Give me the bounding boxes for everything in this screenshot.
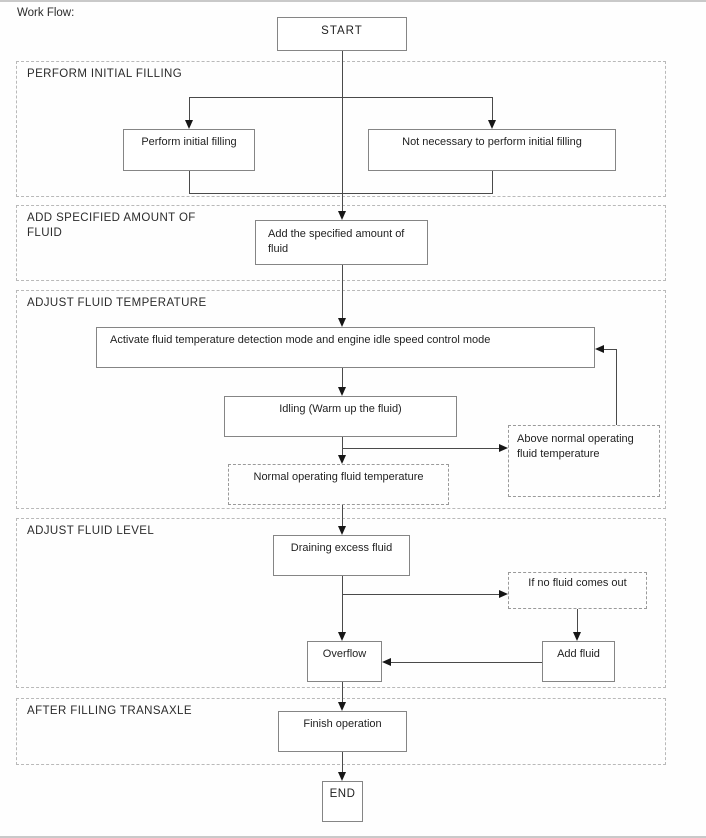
flow-line (342, 265, 343, 319)
arrowhead (338, 772, 346, 781)
node-finish-operation: Finish operation (278, 711, 407, 752)
arrowhead (338, 318, 346, 327)
section-label: ADJUST FLUID LEVEL (27, 525, 155, 537)
flow-line (342, 448, 500, 449)
node-activate-temperature-mode: Activate fluid temperature detection mod… (96, 327, 595, 368)
section-adjust-fluid-temperature: ADJUST FLUID TEMPERATURE (16, 290, 666, 509)
bottom-edge-line (0, 836, 706, 838)
flow-line (189, 97, 190, 121)
flow-line (342, 437, 343, 456)
flow-line (342, 368, 343, 388)
flow-line (342, 505, 343, 527)
node-start: START (277, 17, 407, 51)
section-add-specified-amount: ADD SPECIFIED AMOUNT OF FLUID (16, 205, 666, 281)
flow-line (492, 97, 493, 121)
arrowhead (338, 702, 346, 711)
node-if-no-fluid-comes-out: If no fluid comes out (508, 572, 647, 609)
node-above-normal-temperature: Above normal operating fluid temperature (508, 425, 660, 497)
flow-line (189, 193, 493, 194)
flow-line (189, 97, 493, 98)
flow-line (342, 576, 343, 633)
section-label: ADD SPECIFIED AMOUNT OF FLUID (27, 212, 196, 239)
arrowhead (338, 632, 346, 641)
node-end: END (322, 781, 363, 822)
node-idling-warm-up: Idling (Warm up the fluid) (224, 396, 457, 437)
node-not-necessary-initial-filling: Not necessary to perform initial filling (368, 129, 616, 171)
section-after-filling-transaxle: AFTER FILLING TRANSAXLE (16, 698, 666, 765)
flow-line (577, 609, 578, 633)
node-perform-initial-filling: Perform initial filling (123, 129, 255, 171)
arrowhead (338, 387, 346, 396)
arrowhead (338, 526, 346, 535)
arrowhead (185, 120, 193, 129)
arrowhead (488, 120, 496, 129)
flow-line (342, 51, 343, 212)
arrowhead (595, 345, 604, 353)
section-perform-initial-filling: PERFORM INITIAL FILLING (16, 61, 666, 197)
section-adjust-fluid-level: ADJUST FLUID LEVEL (16, 518, 666, 688)
flow-line (189, 171, 190, 194)
page-title: Work Flow: (17, 7, 75, 19)
arrowhead (499, 590, 508, 598)
section-label: AFTER FILLING TRANSAXLE (27, 705, 192, 717)
flow-line (342, 594, 500, 595)
top-edge-line (0, 0, 706, 2)
flow-line (603, 349, 617, 350)
section-label: PERFORM INITIAL FILLING (27, 68, 183, 80)
flow-line (342, 752, 343, 773)
node-overflow: Overflow (307, 641, 382, 682)
arrowhead (573, 632, 581, 641)
arrowhead (499, 444, 508, 452)
node-add-specified-amount: Add the specified amount of fluid (255, 220, 428, 265)
arrowhead (382, 658, 391, 666)
node-add-fluid: Add fluid (542, 641, 615, 682)
flow-line (342, 682, 343, 703)
node-draining-excess-fluid: Draining excess fluid (273, 535, 410, 576)
flow-line (390, 662, 542, 663)
arrowhead (338, 455, 346, 464)
flow-line (616, 349, 617, 425)
arrowhead (338, 211, 346, 220)
section-label: ADJUST FLUID TEMPERATURE (27, 297, 207, 309)
node-normal-operating-temperature: Normal operating fluid temperature (228, 464, 449, 505)
flow-line (492, 171, 493, 194)
